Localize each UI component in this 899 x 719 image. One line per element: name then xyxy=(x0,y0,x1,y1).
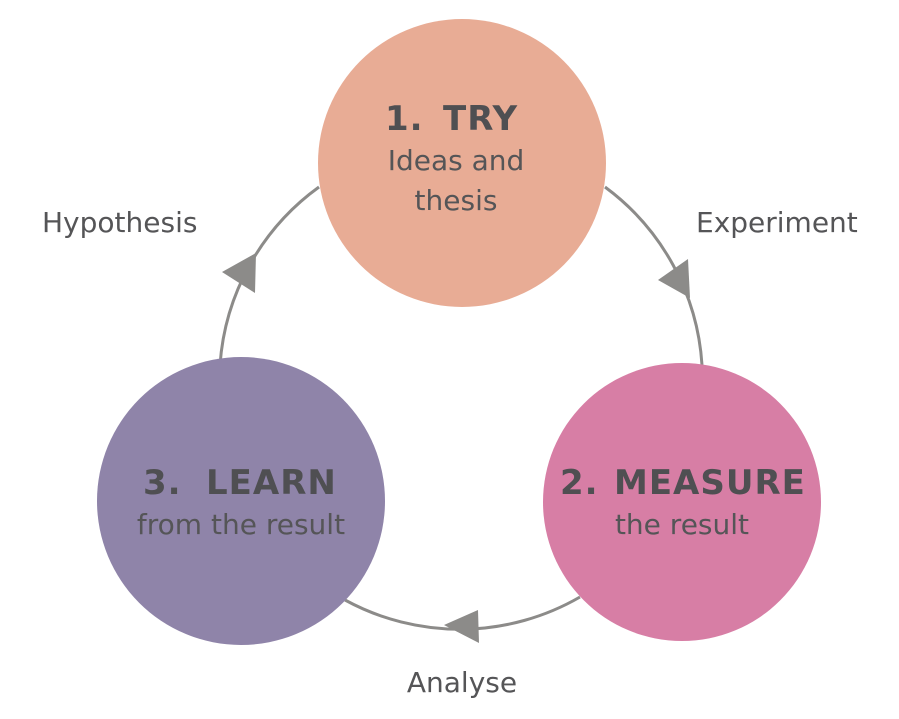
node-try-title: TRY xyxy=(443,99,518,139)
edge-label-hypothesis: Hypothesis xyxy=(42,206,197,239)
node-measure-subtitle-line-1: the result xyxy=(615,508,749,541)
node-learn-subtitle-line-1: from the result xyxy=(137,508,345,541)
arrow-hypothesis-icon xyxy=(222,253,256,293)
edge-label-analyse: Analyse xyxy=(407,666,517,699)
node-learn-number: 3. xyxy=(143,463,182,503)
node-try-subtitle-line-2: thesis xyxy=(415,184,498,217)
node-measure-circle xyxy=(543,363,821,641)
node-try-subtitle-line-1: Ideas and xyxy=(388,144,525,177)
node-measure-title: MEASURE xyxy=(614,463,806,503)
node-learn-title: LEARN xyxy=(206,463,337,503)
edge-label-experiment: Experiment xyxy=(696,206,858,239)
arrow-experiment-icon xyxy=(658,259,690,298)
node-try-number: 1. xyxy=(385,99,424,139)
arrow-analyse-icon xyxy=(444,610,479,643)
node-measure-number: 2. xyxy=(560,463,599,503)
node-try-circle xyxy=(318,19,606,307)
connector-experiment xyxy=(604,185,704,366)
node-learn-circle xyxy=(97,357,385,645)
